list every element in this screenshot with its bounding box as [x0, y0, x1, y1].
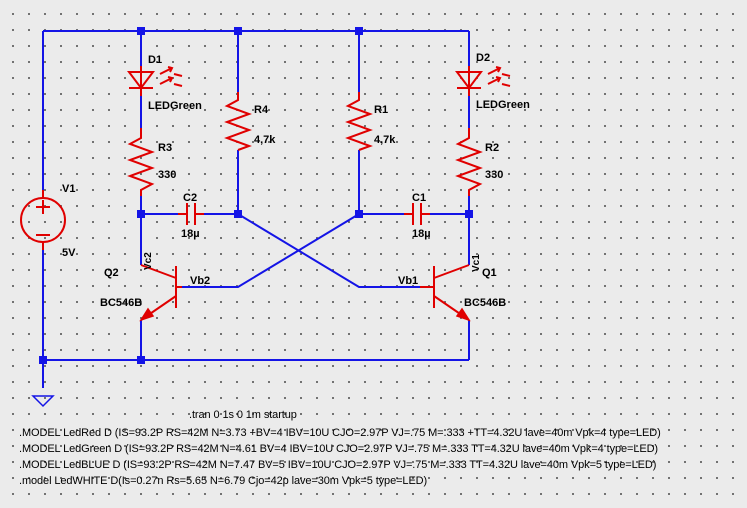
capacitor-c1[interactable]: [404, 203, 430, 225]
resistor-r1[interactable]: [345, 92, 373, 151]
r4-name: R4: [254, 104, 269, 116]
capacitor-c2[interactable]: [178, 203, 204, 225]
led-d1[interactable]: [127, 66, 183, 96]
resistor-r4[interactable]: [224, 92, 252, 151]
resistor-r3[interactable]: [127, 128, 155, 196]
directive-tran[interactable]: .tran 0 1s 0 1m startup: [189, 409, 297, 421]
resistor-r2[interactable]: [455, 128, 483, 196]
directive-model-ledwhite[interactable]: .model LedWHITE D(Is=0.27n Rs=5.65 N=6.7…: [19, 475, 428, 487]
led-d2[interactable]: [455, 66, 511, 96]
ground-symbol: [31, 395, 55, 408]
directive-model-ledred[interactable]: .MODEL LedRed D (IS=93.2P RS=42M N=3.73 …: [19, 427, 661, 439]
r3-value: 330: [158, 169, 176, 181]
c2-name: C2: [183, 192, 197, 204]
q2-value: BC546B: [100, 297, 142, 309]
net-label-vc2: Vc2: [143, 252, 154, 270]
q2-name: Q2: [104, 267, 119, 279]
r4-value: 4,7k: [254, 134, 276, 146]
voltage-source-v1[interactable]: [20, 190, 66, 250]
d2-value: LEDGreen: [476, 99, 530, 111]
d1-name: D1: [148, 54, 162, 66]
r3-name: R3: [158, 142, 172, 154]
q1-name: Q1: [482, 267, 497, 279]
net-label-vc1: Vc1: [471, 254, 482, 272]
directive-model-ledblue[interactable]: .MODEL LedBLUE D (IS=93.2P RS=42M N=7.47…: [19, 459, 657, 471]
d1-value: LEDGreen: [148, 100, 202, 112]
d2-name: D2: [476, 52, 490, 64]
junctions: [39, 27, 473, 364]
c1-name: C1: [412, 192, 426, 204]
transistor-q1[interactable]: [420, 264, 471, 322]
r2-name: R2: [485, 142, 499, 154]
r1-name: R1: [374, 104, 388, 116]
v1-name: V1: [62, 183, 75, 195]
q1-value: BC546B: [464, 297, 506, 309]
v1-value: 5V: [62, 247, 76, 259]
r2-value: 330: [485, 169, 503, 181]
net-label-vb1: Vb1: [398, 275, 418, 287]
c1-value: 18µ: [412, 228, 431, 240]
transistor-q2[interactable]: [139, 264, 182, 322]
net-label-vb2: Vb2: [190, 275, 210, 287]
c2-value: 18µ: [181, 228, 200, 240]
directive-model-ledgreen[interactable]: .MODEL LedGreen D (IS=93.2P RS=42M N=4.6…: [19, 443, 658, 455]
r1-value: 4,7k: [374, 134, 396, 146]
wires: [42, 30, 470, 388]
